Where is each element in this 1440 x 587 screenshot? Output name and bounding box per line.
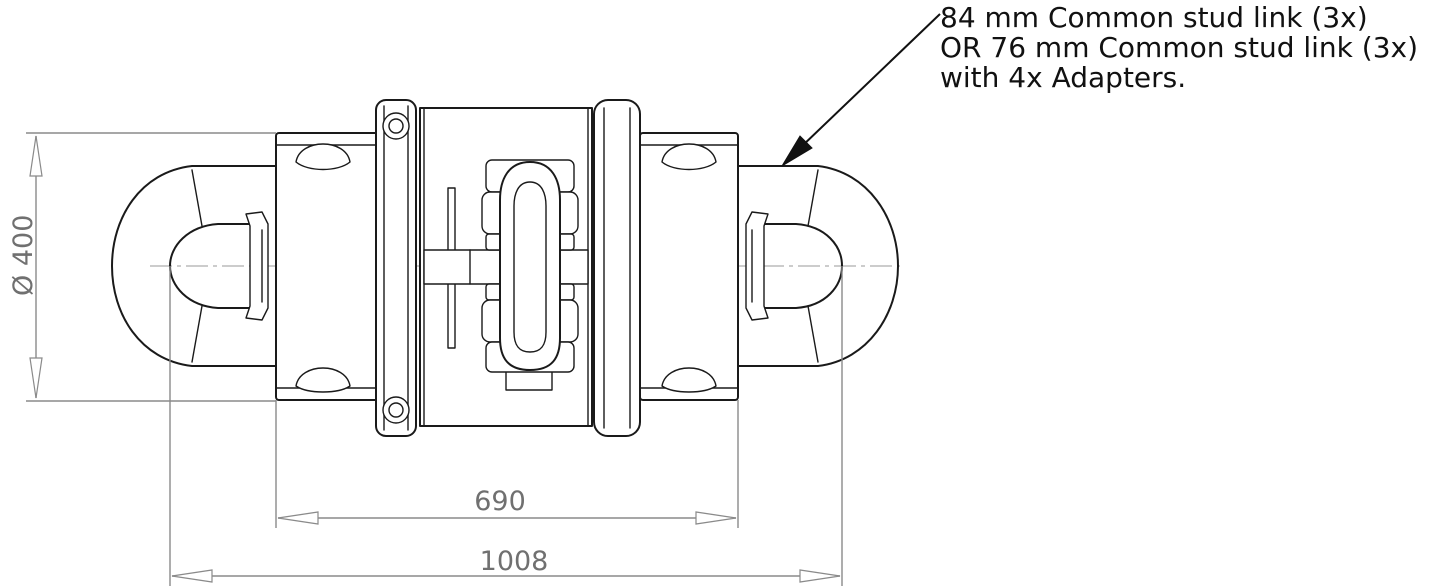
- callout-line-2: OR 76 mm Common stud link (3x): [940, 31, 1418, 64]
- diameter-label: Ø 400: [8, 215, 39, 296]
- left-housing: [275, 132, 381, 401]
- stud-link: [499, 161, 561, 371]
- inner-shaft-assembly: [423, 159, 589, 391]
- right-housing-top-recess: [661, 143, 717, 171]
- callout-line-3: with 4x Adapters.: [940, 61, 1186, 94]
- overall-length-dimension: 1008: [169, 266, 843, 586]
- callout-line-1: 84 mm Common stud link (3x): [940, 1, 1368, 34]
- diameter-dimension: Ø 400: [8, 132, 276, 402]
- overall-length-label: 1008: [480, 546, 549, 577]
- right-flange: [593, 99, 641, 437]
- callout-note: 84 mm Common stud link (3x) OR 76 mm Com…: [940, 1, 1418, 94]
- left-housing-top-recess: [295, 143, 351, 171]
- inner-length-label: 690: [474, 486, 526, 517]
- inner-length-dimension: 690: [275, 400, 739, 528]
- right-housing: [639, 132, 739, 401]
- right-housing-bottom-recess: [661, 367, 717, 393]
- left-housing-bottom-recess: [295, 367, 351, 393]
- callout-leader: [781, 13, 941, 167]
- leader-arrowhead-icon: [781, 135, 813, 167]
- left-clamp-plate: [375, 99, 417, 437]
